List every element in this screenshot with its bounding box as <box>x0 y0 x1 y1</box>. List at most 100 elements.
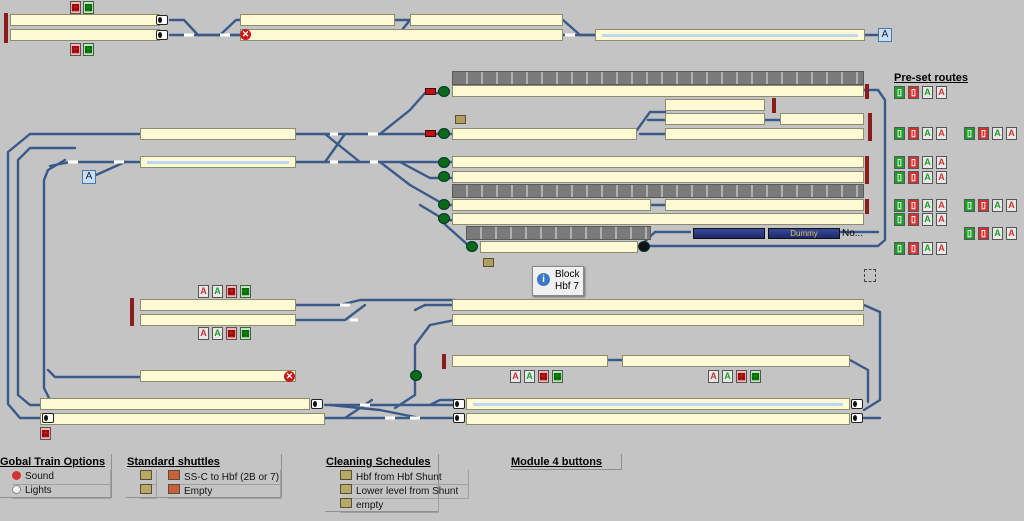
route-red-icon[interactable]: ▯ <box>908 242 919 255</box>
block-bot-4[interactable] <box>466 413 850 425</box>
lights-option[interactable]: Lights <box>12 484 111 499</box>
block-top-2[interactable] <box>10 29 160 41</box>
shuttle-item[interactable]: SS-C to Hbf (2B or 7) <box>168 470 281 485</box>
building-icon[interactable]: ▦ <box>70 43 81 56</box>
signal-icon[interactable] <box>453 399 465 409</box>
signal-icon[interactable] <box>466 241 478 252</box>
block-hbf-7[interactable] <box>452 213 864 225</box>
building-icon[interactable]: ▦ <box>40 427 51 440</box>
block-hbf-8[interactable] <box>480 241 638 253</box>
signal-icon[interactable] <box>156 30 168 40</box>
route-arrow-icon[interactable]: A <box>936 156 947 169</box>
close-icon[interactable]: ✕ <box>284 371 295 382</box>
block-hbf-4[interactable] <box>452 156 864 168</box>
block-bot-2[interactable] <box>40 413 325 425</box>
route-arrow-icon[interactable]: A <box>922 242 933 255</box>
route-green-icon[interactable]: ▯ <box>894 213 905 226</box>
block-mid-5[interactable] <box>452 355 608 367</box>
signal-icon[interactable] <box>311 399 323 409</box>
route-arrow-icon[interactable]: A <box>992 199 1003 212</box>
block-hbf-6b[interactable] <box>665 199 864 211</box>
building-icon[interactable]: ▦ <box>240 285 251 298</box>
block-mid-1[interactable] <box>140 299 296 311</box>
route-arrow-icon[interactable]: A <box>722 370 733 383</box>
block-mid-6[interactable] <box>622 355 850 367</box>
sound-option[interactable]: Sound <box>12 470 111 485</box>
building-icon[interactable]: ▦ <box>83 43 94 56</box>
route-arrow-icon[interactable]: A <box>922 156 933 169</box>
block-mid-2[interactable] <box>140 314 296 326</box>
block-bot-3[interactable] <box>466 398 850 410</box>
route-arrow-icon[interactable]: A <box>992 127 1003 140</box>
route-red-icon[interactable]: ▯ <box>978 227 989 240</box>
block-top-6[interactable] <box>595 29 865 41</box>
building-icon[interactable]: ▦ <box>83 1 94 14</box>
close-icon[interactable]: ✕ <box>240 29 251 40</box>
route-arrow-icon[interactable]: A <box>198 327 209 340</box>
block-hbf-3a[interactable] <box>452 128 637 140</box>
route-arrow-icon[interactable]: A <box>708 370 719 383</box>
route-arrow-icon[interactable]: A <box>1006 199 1017 212</box>
route-red-icon[interactable]: ▯ <box>978 199 989 212</box>
route-green-icon[interactable]: ▯ <box>964 127 975 140</box>
route-arrow-icon[interactable]: A <box>212 285 223 298</box>
route-arrow-icon[interactable]: A <box>198 285 209 298</box>
route-arrow-icon[interactable]: A <box>922 213 933 226</box>
block-top-3[interactable] <box>240 14 395 26</box>
route-red-icon[interactable]: ▯ <box>908 213 919 226</box>
shuttle-button[interactable] <box>483 258 494 267</box>
building-icon[interactable]: ▦ <box>70 1 81 14</box>
train-loco[interactable]: Dummy <box>768 228 840 239</box>
signal-icon[interactable] <box>851 413 863 423</box>
route-red-icon[interactable]: ▯ <box>908 171 919 184</box>
connector-tag-a[interactable]: A <box>82 170 96 184</box>
building-icon[interactable]: ▦ <box>240 327 251 340</box>
route-red-icon[interactable]: ▯ <box>908 156 919 169</box>
connector-tag-a[interactable]: A <box>878 28 892 42</box>
schedule-item[interactable]: Lower level from Shunt <box>340 484 469 499</box>
route-arrow-icon[interactable]: A <box>936 127 947 140</box>
signal-icon[interactable] <box>438 171 450 182</box>
schedule-item[interactable]: Hbf from Hbf Shunt <box>340 470 469 485</box>
block-left-2[interactable] <box>140 156 296 168</box>
shuttle-left-2[interactable] <box>140 484 157 499</box>
train-loco[interactable] <box>693 228 765 239</box>
block-top-1[interactable] <box>10 14 160 26</box>
block-hbf-2c[interactable] <box>780 113 864 125</box>
route-green-icon[interactable]: ▯ <box>894 86 905 99</box>
route-arrow-icon[interactable]: A <box>936 86 947 99</box>
signal-icon[interactable] <box>438 128 450 139</box>
route-green-icon[interactable]: ▯ <box>894 156 905 169</box>
route-green-icon[interactable]: ▯ <box>964 227 975 240</box>
route-arrow-icon[interactable]: A <box>1006 227 1017 240</box>
building-icon[interactable]: ▦ <box>226 285 237 298</box>
block-top-4[interactable] <box>240 29 563 41</box>
signal-icon[interactable] <box>438 86 450 97</box>
route-red-icon[interactable]: ▯ <box>908 127 919 140</box>
block-mid-3[interactable] <box>452 299 864 311</box>
route-arrow-icon[interactable]: A <box>936 199 947 212</box>
route-green-icon[interactable]: ▯ <box>964 199 975 212</box>
route-arrow-icon[interactable]: A <box>936 213 947 226</box>
building-icon[interactable]: ▦ <box>538 370 549 383</box>
block-top-5[interactable] <box>410 14 563 26</box>
schedule-item[interactable]: empty <box>340 498 439 513</box>
placeholder-box[interactable] <box>864 269 876 282</box>
route-red-icon[interactable]: ▯ <box>908 199 919 212</box>
signal-icon[interactable] <box>410 370 422 381</box>
route-arrow-icon[interactable]: A <box>510 370 521 383</box>
signal-icon[interactable] <box>851 399 863 409</box>
building-icon[interactable]: ▦ <box>736 370 747 383</box>
route-arrow-icon[interactable]: A <box>936 171 947 184</box>
route-green-icon[interactable]: ▯ <box>894 171 905 184</box>
signal-icon[interactable] <box>438 199 450 210</box>
block-bot-1[interactable] <box>40 398 310 410</box>
shuttle-left-1[interactable] <box>140 470 157 485</box>
building-icon[interactable]: ▦ <box>750 370 761 383</box>
shuttle-button[interactable] <box>455 115 466 124</box>
block-hbf-2a[interactable] <box>665 99 765 111</box>
block-hbf-5[interactable] <box>452 171 864 183</box>
route-arrow-icon[interactable]: A <box>1006 127 1017 140</box>
route-arrow-icon[interactable]: A <box>992 227 1003 240</box>
route-red-icon[interactable]: ▯ <box>908 86 919 99</box>
